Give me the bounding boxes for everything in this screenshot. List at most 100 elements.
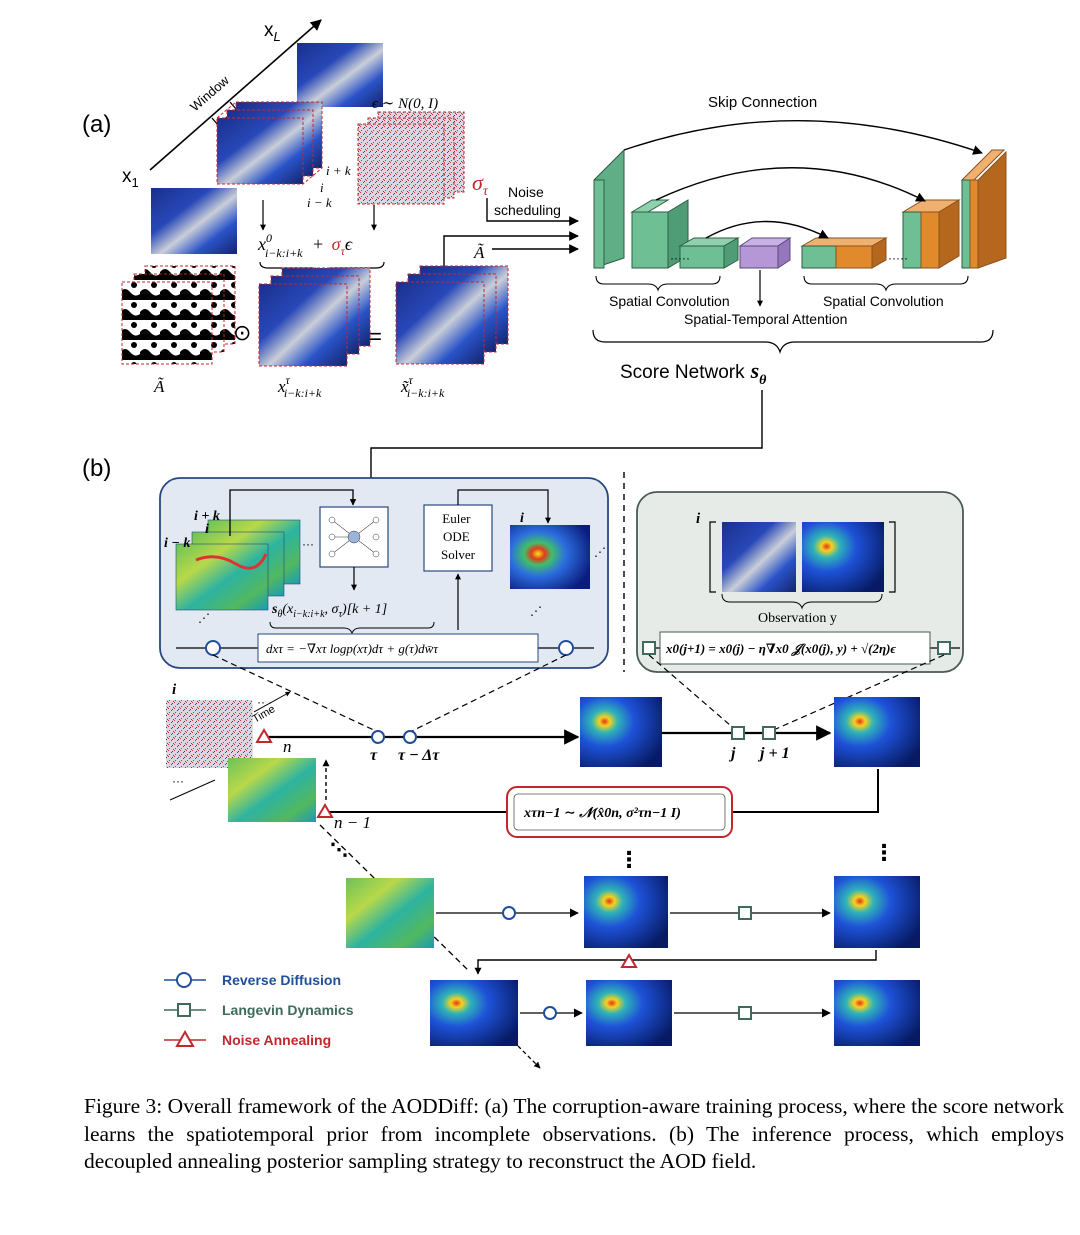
skip-connection-outer bbox=[623, 120, 983, 155]
sigma-tau: στ bbox=[472, 170, 489, 199]
obs-index-i: i bbox=[696, 511, 701, 527]
hadamard-operator: ⊙ bbox=[233, 320, 251, 345]
svg-text:·····: ····· bbox=[888, 251, 908, 265]
b-index-i-minus-k: i − k bbox=[164, 536, 190, 551]
aod-row3-input bbox=[430, 980, 518, 1046]
step-n-minus-1-label: n − 1 bbox=[334, 813, 371, 832]
equals-operator: = bbox=[369, 324, 382, 349]
satellite-frame-top bbox=[297, 43, 383, 107]
row2-triangle bbox=[620, 953, 638, 968]
b-index-i-plus-k: i + k bbox=[194, 509, 220, 524]
panel-a-label: (a) bbox=[82, 111, 111, 138]
masked-noisy-stack bbox=[395, 265, 509, 365]
annealing-equation-inner bbox=[513, 793, 726, 831]
row3-square bbox=[738, 1006, 752, 1020]
zoom-line-2 bbox=[409, 654, 567, 733]
dots-diag: ⋱ bbox=[330, 840, 348, 860]
b-index-i: i bbox=[205, 522, 209, 537]
aod-row3-mid bbox=[586, 980, 672, 1046]
panel-b-label: (b) bbox=[82, 455, 111, 482]
j-plus-label: j + 1 bbox=[757, 745, 790, 762]
aod-row2-out bbox=[834, 876, 920, 948]
triangle-marker-icon bbox=[175, 1029, 195, 1047]
dots-left-2: ⋰ bbox=[198, 611, 210, 625]
legend-label: Reverse Diffusion bbox=[222, 972, 341, 988]
nn-graph bbox=[328, 516, 380, 558]
annealing-return-2 bbox=[474, 950, 877, 975]
output-index-i: i bbox=[520, 511, 524, 526]
langevin-j-square bbox=[731, 726, 745, 740]
obs-aod-map bbox=[802, 522, 884, 592]
sde-start-circle bbox=[205, 640, 221, 656]
axis-end-label: xL bbox=[264, 20, 281, 44]
timeline-index-i: i bbox=[172, 682, 177, 698]
legend-item-langevin-dynamics: Langevin Dynamics bbox=[164, 1002, 354, 1018]
brace-spatial-left bbox=[595, 275, 721, 292]
circle-marker-icon bbox=[176, 972, 192, 988]
st-attention-label: Spatial-Temporal Attention bbox=[684, 311, 847, 327]
euler-solver-label: Euler ODE Solver bbox=[441, 511, 476, 562]
obs-bracket-left bbox=[709, 521, 716, 593]
tau-label: τ bbox=[370, 747, 378, 764]
obs-satellite-map bbox=[722, 522, 796, 592]
index-i-minus-k: i − k bbox=[307, 195, 332, 210]
aod-row2-input bbox=[346, 878, 434, 948]
brace-spatial-right bbox=[803, 275, 969, 292]
annealing-equation: xτn−1 ∼ 𝒩(x̂0n, σ²τn−1 I) bbox=[523, 806, 681, 821]
legend-item-noise-annealing: Noise Annealing bbox=[164, 1029, 331, 1048]
score-network-unet: ····· ····· bbox=[593, 148, 1007, 269]
dots-right-2: ⋰ bbox=[530, 604, 542, 618]
ld-output-map-1 bbox=[834, 697, 920, 767]
observation-brace bbox=[721, 593, 883, 610]
langevin-end-square bbox=[937, 641, 951, 655]
framework-figure: (a) x1 xL Window i + k i i − k ϵ ∼ N(0, … bbox=[82, 19, 1007, 1069]
zoom-line-1 bbox=[212, 654, 379, 733]
j-label: j bbox=[728, 745, 736, 762]
dots-right-1: ⋰ bbox=[594, 545, 606, 559]
rd-output-map-1 bbox=[580, 697, 662, 767]
obs-bracket-right bbox=[889, 521, 896, 593]
noise-init-frame bbox=[166, 700, 252, 768]
annealing-triangle-n-1 bbox=[316, 803, 334, 818]
noisy-sample-stack bbox=[258, 267, 371, 367]
index-i-plus-k: i + k bbox=[326, 163, 351, 178]
row3-circle bbox=[543, 1006, 557, 1020]
input-arrow bbox=[443, 231, 579, 266]
row2-square bbox=[738, 906, 752, 920]
solver-to-output-arrow bbox=[457, 489, 551, 524]
svg-text:·····: ····· bbox=[670, 251, 690, 265]
mask-input-label: Ã bbox=[473, 243, 485, 262]
skip-connection-inner bbox=[705, 220, 829, 239]
aod-output-map bbox=[510, 525, 590, 589]
legend-label: Langevin Dynamics bbox=[222, 1002, 354, 1018]
satellite-window-stack bbox=[216, 101, 323, 185]
noise-stack bbox=[357, 111, 465, 205]
zoom-line-4 bbox=[768, 654, 945, 733]
network-to-inference-arrow bbox=[366, 390, 763, 506]
tau-circle bbox=[371, 730, 385, 744]
spatial-conv-right-label: Spatial Convolution bbox=[823, 293, 944, 309]
mask-stack bbox=[121, 265, 236, 365]
dots-left-1: ··· bbox=[302, 537, 314, 551]
stack-to-network-arrow bbox=[229, 489, 357, 536]
langevin-start-square bbox=[642, 641, 656, 655]
aod-input-stack bbox=[175, 519, 301, 611]
satellite-frame-first bbox=[151, 188, 237, 254]
euler-ode-solver bbox=[423, 504, 493, 572]
index-i: i bbox=[320, 180, 324, 195]
langevin-equation-box bbox=[659, 631, 931, 665]
final-dashed-arrow bbox=[517, 1045, 541, 1069]
aod-row2-mid bbox=[584, 876, 668, 948]
noise-distribution: ϵ ∼ N(0, I) bbox=[372, 96, 438, 112]
time-arrow bbox=[253, 691, 291, 713]
row2-circle bbox=[502, 906, 516, 920]
annealing-triangle-n bbox=[255, 728, 273, 743]
mask-label: Ã bbox=[153, 377, 165, 396]
axis-start-label: x1 bbox=[122, 166, 139, 190]
sde-end-circle bbox=[558, 640, 574, 656]
legend: Reverse Diffusion Langevin Dynamics Nois… bbox=[164, 972, 354, 1048]
spatial-conv-left-label: Spatial Convolution bbox=[609, 293, 730, 309]
legend-label: Noise Annealing bbox=[222, 1032, 331, 1048]
square-marker-icon bbox=[177, 1003, 191, 1017]
